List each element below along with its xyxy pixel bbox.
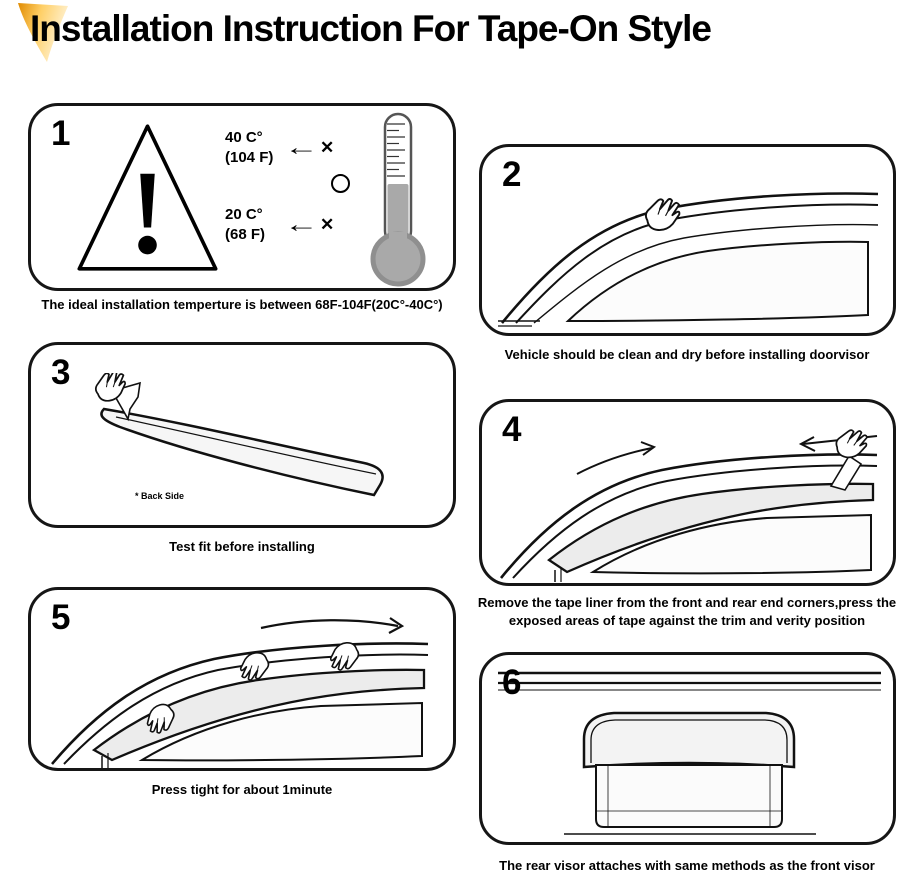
step-5-caption: Press tight for about 1minute	[151, 782, 333, 797]
cross-icon: ✕	[320, 214, 335, 234]
hand-icon	[239, 651, 270, 682]
step-2-caption: Vehicle should be clean and dry before i…	[504, 347, 870, 362]
temp-high-c: 40 C°	[225, 129, 263, 146]
step-3-panel: 3 * Back Side	[28, 342, 456, 528]
hand-icon	[642, 194, 683, 235]
step-6-panel: 6	[479, 652, 896, 845]
car-window-cleaning-illustration	[498, 192, 879, 327]
left-arrow-icon: ←	[284, 134, 319, 160]
step-2-panel: 2	[479, 144, 896, 336]
warning-triangle-icon	[77, 124, 218, 271]
step-5-panel: 5	[28, 587, 456, 771]
press-visor-illustration	[51, 617, 429, 768]
step-4-panel: 4	[479, 399, 896, 586]
back-side-label: * Back Side	[135, 491, 185, 501]
temperature-range: 40 C° (104 F) ← ✕ 20 C° (68 F) ← ✕	[225, 128, 377, 244]
step-5-number: 5	[51, 598, 71, 637]
brand-ribbon-icon	[18, 3, 68, 62]
step-1-number: 1	[51, 114, 71, 153]
temp-low-row: 20 C° (68 F) ← ✕	[225, 205, 377, 244]
step-4-caption: Remove the tape liner from the front and…	[477, 595, 897, 628]
header: Installation Instruction For Tape-On Sty…	[0, 0, 904, 70]
ok-circle-icon	[331, 174, 350, 193]
page-title: Installation Instruction For Tape-On Sty…	[30, 8, 712, 49]
step-1-caption: The ideal installation temperture is bet…	[41, 297, 443, 312]
step-4-number: 4	[502, 410, 522, 449]
step-3-number: 3	[51, 353, 71, 392]
cross-icon: ✕	[320, 137, 335, 157]
temp-high-row: 40 C° (104 F) ← ✕	[225, 128, 377, 167]
left-arrow-icon: ←	[284, 211, 319, 237]
step-1-panel: 1 40 C° (104 F) ← ✕ 20 C° (68 F)	[28, 103, 456, 291]
visor-test-fit-illustration	[94, 373, 384, 497]
tape-liner-removal-illustration	[499, 424, 878, 582]
step-2-number: 2	[502, 155, 522, 194]
step-6-caption: The rear visor attaches with same method…	[499, 858, 875, 873]
ok-row	[225, 174, 377, 198]
step-6-number: 6	[502, 663, 522, 702]
step-3-caption: Test fit before installing	[169, 539, 315, 554]
temp-low-c: 20 C°	[225, 206, 263, 223]
temp-low-f: (68 F)	[225, 225, 266, 243]
hand-icon	[832, 424, 871, 463]
rear-visor-illustration	[498, 671, 881, 835]
temp-high-f: (104 F)	[225, 148, 274, 166]
thermometer-icon	[370, 112, 426, 287]
